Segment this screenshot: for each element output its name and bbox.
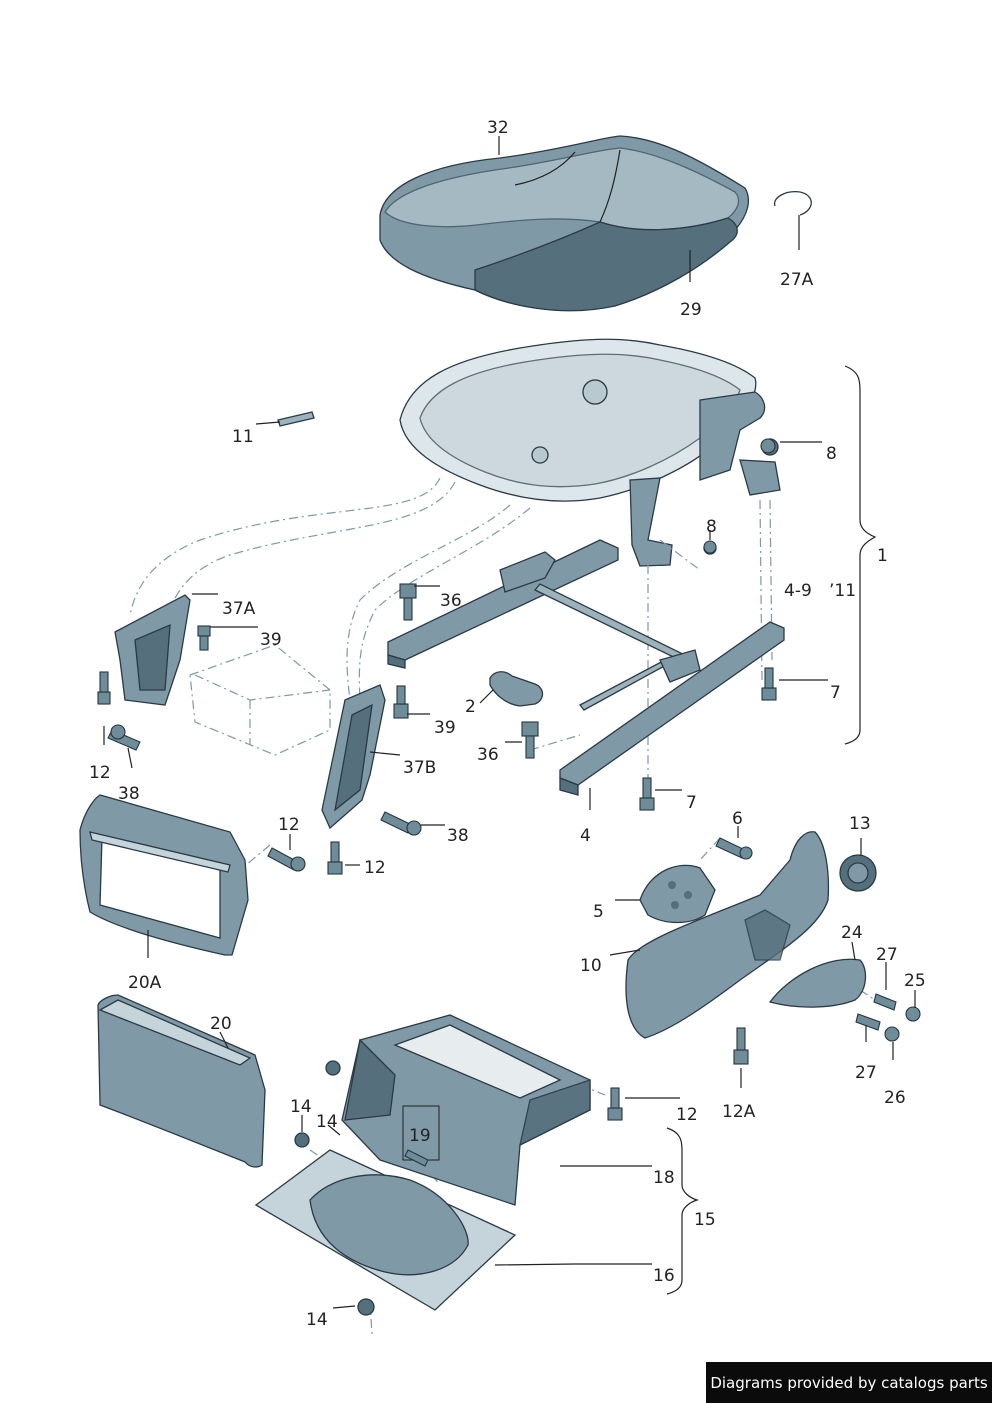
callout-label: 2	[465, 697, 476, 717]
height-adjuster-part	[639, 864, 716, 924]
callout-label: 13	[849, 814, 871, 834]
seat-cushion-part	[379, 135, 749, 312]
credit-badge: Diagrams provided by catalogs parts	[706, 1362, 992, 1403]
credit-text: Diagrams provided by catalogs parts	[710, 1373, 988, 1392]
callout-label: 36	[440, 591, 462, 611]
leader-lines	[103, 136, 916, 1309]
seat-runner-rails	[387, 539, 785, 796]
callout-label: 1	[877, 546, 888, 566]
callout-label: 29	[680, 300, 702, 320]
callout-label: 27	[876, 945, 898, 965]
callout-label: 27A	[780, 270, 814, 290]
callout-label: 20A	[128, 973, 162, 993]
callout-label: 38	[447, 826, 469, 846]
callout-label: 10	[580, 956, 602, 976]
callout-label: 6	[732, 809, 743, 829]
callout-label: 38	[118, 784, 140, 804]
callout-label: 20	[210, 1014, 232, 1034]
push-clip-parts	[294, 1060, 440, 1316]
storage-cover-part	[97, 994, 266, 1168]
callout-label: 12	[676, 1105, 698, 1125]
callout-label: 39	[260, 630, 282, 650]
storage-frame-part	[79, 794, 249, 956]
callout-label: 4	[580, 826, 591, 846]
callout-label: 24	[841, 923, 863, 943]
callout-label: 37B	[403, 758, 436, 778]
callout-label: 12	[89, 763, 111, 783]
bracket-37B-part	[321, 684, 386, 830]
callout-label: 19	[409, 1126, 431, 1146]
retaining-ring-part	[773, 191, 812, 216]
callout-label: 5	[593, 902, 604, 922]
callout-label: 37A	[222, 599, 256, 619]
callout-label: 14	[316, 1112, 338, 1132]
adjust-lever-part	[489, 671, 544, 707]
callout-label: 14	[290, 1097, 312, 1117]
callout-label: 26	[884, 1088, 906, 1108]
callout-label: 12A	[722, 1102, 756, 1122]
callout-label: 7	[830, 683, 841, 703]
callout-label: ’11	[829, 581, 856, 601]
callout-label: 14	[306, 1310, 328, 1330]
callout-label: 16	[653, 1266, 675, 1286]
callout-label: 18	[653, 1168, 675, 1188]
callout-label: 8	[706, 517, 717, 537]
callout-label: 11	[232, 427, 254, 447]
drawer-tray-part	[254, 1149, 517, 1311]
callout-label: 15	[694, 1210, 716, 1230]
side-trim-part	[625, 831, 830, 1039]
callout-label: 12	[278, 815, 300, 835]
bracket-37A-part	[114, 594, 191, 706]
storage-drawer-part	[341, 1014, 591, 1206]
recliner-knob-part	[839, 854, 877, 892]
callout-label: 32	[487, 118, 509, 138]
trim-cover-part	[768, 958, 867, 1008]
callout-label: 8	[826, 444, 837, 464]
bolts	[97, 411, 921, 1121]
callout-label: 36	[477, 745, 499, 765]
seat-frame-part	[399, 338, 781, 567]
callout-label: 25	[904, 971, 926, 991]
callout-label: 39	[434, 718, 456, 738]
callout-label: 12	[364, 858, 386, 878]
callout-label: 7	[686, 793, 697, 813]
callout-labels: 32 27A 29 11 8 8 1 4-9 ’11 37A 39 36 39 …	[89, 118, 926, 1330]
callout-label: 27	[855, 1063, 877, 1083]
cover-box-part	[189, 644, 331, 756]
callout-label: 4-9	[784, 581, 812, 601]
